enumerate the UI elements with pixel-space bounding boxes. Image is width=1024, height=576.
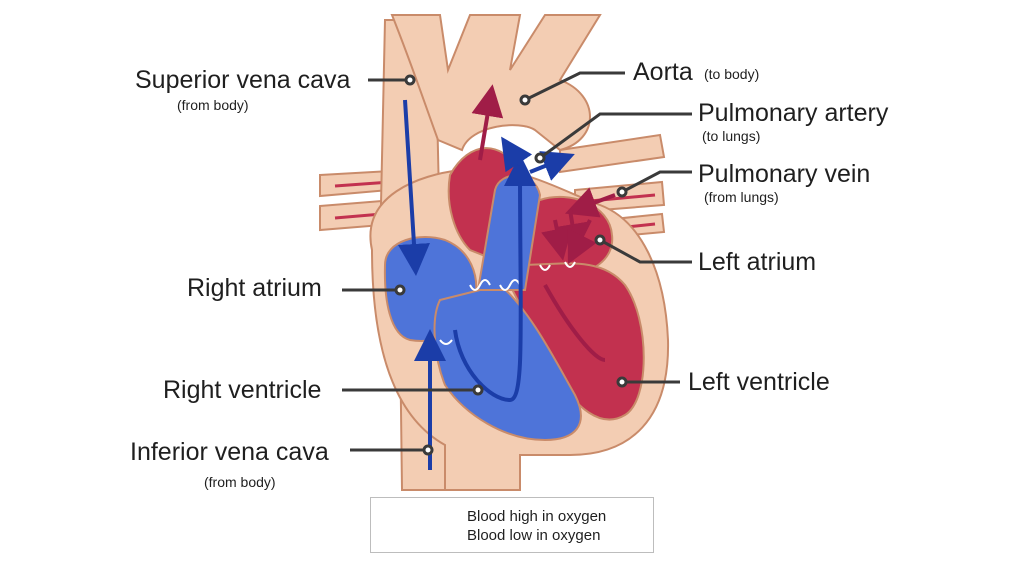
label-aorta: Aorta: [633, 58, 693, 86]
leader-lines: [342, 71, 692, 456]
note-inferior-vena-cava: (from body): [204, 474, 276, 490]
label-left-ventricle: Left ventricle: [688, 368, 830, 396]
aorta-vessel: [390, 14, 602, 152]
legend-low-oxygen: Blood low in oxygen: [467, 527, 601, 544]
label-pulmonary-vein: Pulmonary vein: [698, 160, 871, 188]
note-superior-vena-cava: (from body): [177, 97, 249, 113]
right-ventricle-chamber: [433, 283, 582, 442]
red-flow-arrows: [471, 84, 616, 362]
note-pulmonary-vein: (from lungs): [704, 189, 779, 205]
note-aorta: (to body): [704, 66, 760, 82]
label-inferior-vena-cava: Inferior vena cava: [130, 438, 329, 466]
legend-high-oxygen: Blood high in oxygen: [467, 508, 607, 525]
label-right-atrium: Right atrium: [187, 274, 322, 302]
legend: [370, 497, 654, 553]
label-right-ventricle: Right ventricle: [163, 376, 322, 404]
label-left-atrium: Left atrium: [698, 248, 817, 276]
label-superior-vena-cava: Superior vena cava: [135, 66, 351, 94]
note-pulmonary-artery: (to lungs): [702, 128, 761, 144]
label-pulmonary-artery: Pulmonary artery: [698, 99, 889, 127]
